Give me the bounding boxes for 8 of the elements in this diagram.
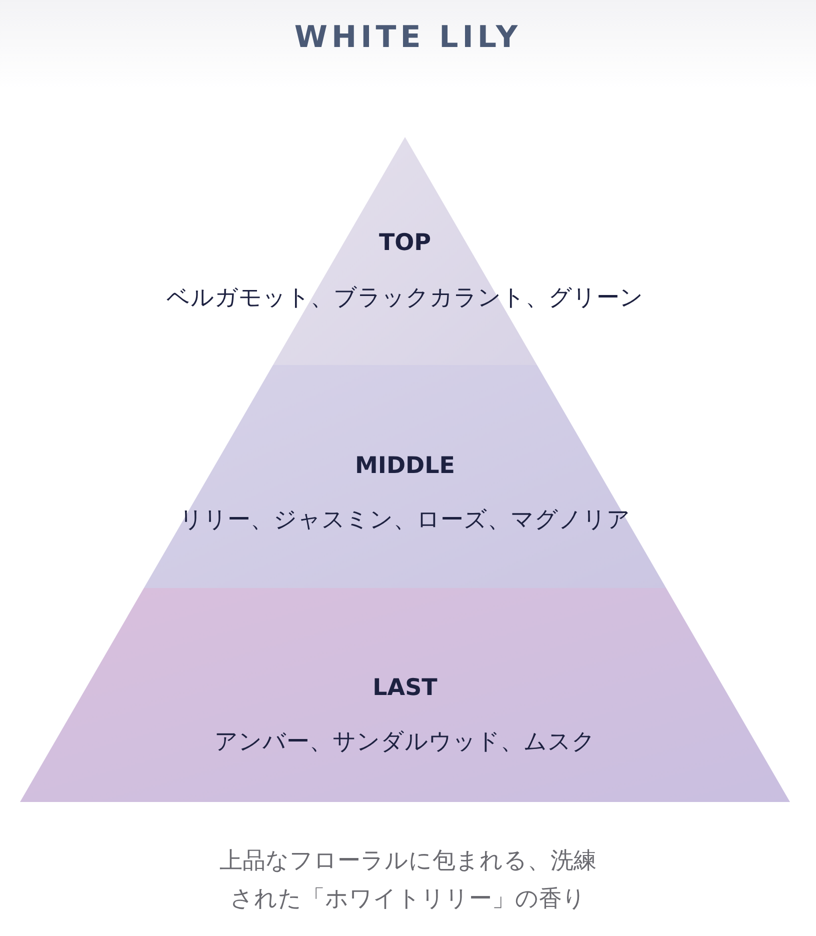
fragrance-notes: ベルガモット、ブラックカラント、グリーン (166, 284, 644, 313)
tier-heading: LAST (372, 675, 438, 701)
diagram-title: WHITE LILY (293, 20, 523, 55)
caption: 上品なフローラルに包まれる、洗練された「ホワイトリリー」の香り (218, 847, 598, 914)
tier-heading: TOP (378, 230, 432, 256)
tier-heading: MIDDLE (354, 453, 456, 479)
fragrance-notes: リリー、ジャスミン、ローズ、マグノリア (178, 506, 632, 535)
fragrance-notes: アンバー、サンダルウッド、ムスク (214, 728, 596, 757)
